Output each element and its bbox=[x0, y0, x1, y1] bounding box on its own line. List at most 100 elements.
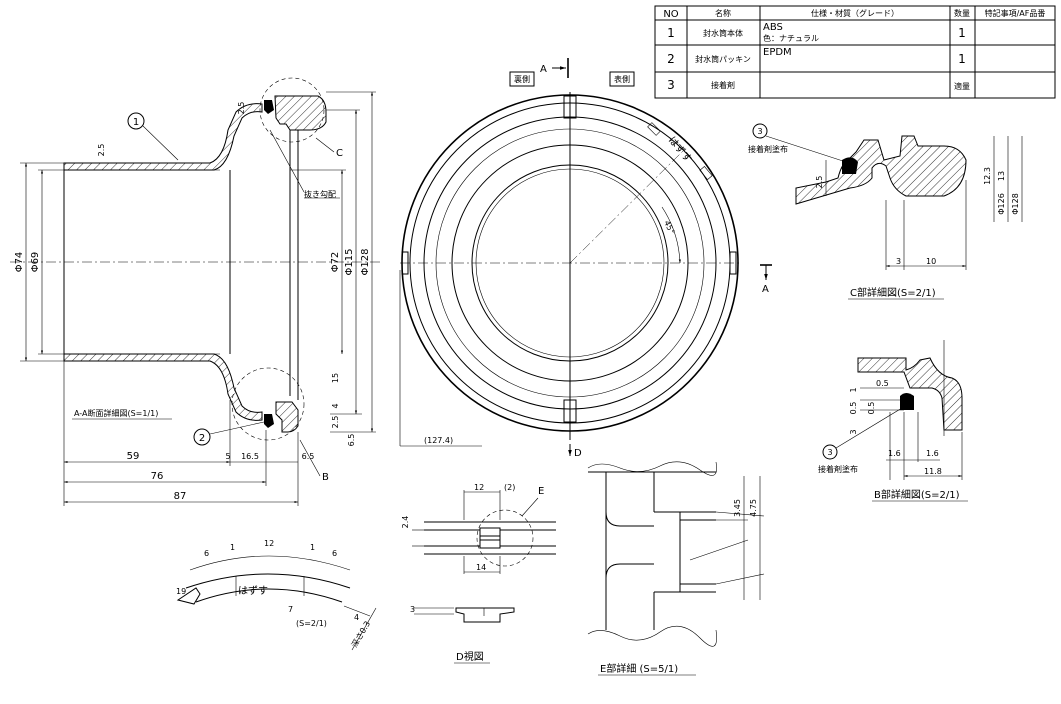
svg-text:3: 3 bbox=[849, 429, 858, 434]
radius-dim: (127.4) bbox=[424, 436, 453, 445]
svg-text:2.5: 2.5 bbox=[97, 144, 106, 157]
svg-text:3: 3 bbox=[827, 448, 832, 457]
b-balloon bbox=[822, 444, 838, 460]
angle-45: 45° bbox=[662, 219, 676, 236]
detail-e-circle bbox=[476, 509, 534, 567]
svg-text:1.6: 1.6 bbox=[888, 449, 901, 458]
svg-text:6.5: 6.5 bbox=[302, 452, 315, 461]
svg-text:4.75: 4.75 bbox=[749, 499, 758, 517]
svg-text:2.4: 2.4 bbox=[401, 516, 410, 529]
svg-text:16.5: 16.5 bbox=[241, 452, 259, 461]
view-d-arrow: D bbox=[574, 448, 582, 459]
engrave-text: はずす bbox=[666, 134, 694, 165]
row1-qty: 1 bbox=[958, 26, 966, 40]
svg-text:Φ128: Φ128 bbox=[1011, 193, 1020, 215]
svg-text:Φ74: Φ74 bbox=[14, 252, 25, 273]
svg-text:6.5: 6.5 bbox=[347, 434, 356, 447]
table-header-name: 名称 bbox=[715, 8, 731, 18]
svg-text:2.5: 2.5 bbox=[237, 102, 246, 115]
svg-text:12: 12 bbox=[474, 483, 484, 492]
svg-text:0.5: 0.5 bbox=[849, 402, 858, 415]
parts-table: NO 名称 仕様・材質（グレード） 数量 特記事項/AF品番 1 封水筒本体 A… bbox=[654, 5, 1056, 99]
svg-text:Φ126: Φ126 bbox=[997, 193, 1006, 215]
svg-text:76: 76 bbox=[151, 471, 164, 482]
svg-text:6: 6 bbox=[332, 549, 337, 558]
callout-b: B bbox=[322, 472, 329, 483]
svg-text:3: 3 bbox=[410, 605, 415, 614]
detail-c-view: 3 接着剤塗布 3 10 2.5 12.3 13 Φ126 Φ128 C部詳細図… bbox=[748, 123, 1023, 300]
svg-text:12: 12 bbox=[264, 539, 274, 548]
section-aa-view: 1 2 C B 抜き勾配 Φ74 Φ69 2.5 2.5 Φ72 Φ115 Φ1… bbox=[10, 77, 380, 506]
view-d-title: D視図 bbox=[456, 650, 484, 663]
front-view: 45° はずす 裏側 表側 A A D (127.4) bbox=[399, 58, 772, 459]
row1-no: 1 bbox=[667, 26, 675, 40]
svg-text:15: 15 bbox=[331, 373, 340, 383]
svg-text:11.8: 11.8 bbox=[924, 467, 942, 476]
svg-text:0.5: 0.5 bbox=[867, 402, 876, 415]
svg-text:10: 10 bbox=[926, 257, 936, 266]
row3-qty: 適量 bbox=[954, 81, 970, 91]
detail-c-title: C部詳細図(S=2/1) bbox=[850, 286, 936, 299]
svg-text:Φ72: Φ72 bbox=[330, 252, 341, 273]
c-balloon bbox=[752, 123, 768, 139]
svg-text:12.3: 12.3 bbox=[983, 167, 992, 185]
svg-text:Φ69: Φ69 bbox=[30, 252, 41, 273]
arc-text: はずす bbox=[238, 585, 268, 597]
svg-text:3: 3 bbox=[896, 257, 901, 266]
svg-text:1.6: 1.6 bbox=[926, 449, 939, 458]
row1-spec2: 色：ナチュラル bbox=[763, 33, 819, 43]
label-back: 裏側 bbox=[514, 74, 530, 84]
c-note: 接着剤塗布 bbox=[748, 144, 788, 154]
detail-c-circle bbox=[259, 77, 325, 143]
svg-text:2.5: 2.5 bbox=[815, 176, 824, 189]
svg-text:2: 2 bbox=[199, 433, 205, 444]
svg-text:59: 59 bbox=[127, 451, 140, 462]
row1-name: 封水筒本体 bbox=[703, 28, 743, 38]
view-d: 12 (2) E 2.4 14 3 D視図 bbox=[401, 483, 556, 664]
svg-text:Φ128: Φ128 bbox=[360, 249, 371, 276]
svg-text:Φ115: Φ115 bbox=[344, 249, 355, 276]
table-header-qty: 数量 bbox=[954, 8, 970, 18]
svg-text:3.45: 3.45 bbox=[733, 499, 742, 517]
label-front: 表側 bbox=[614, 74, 630, 84]
detail-b-title: B部詳細図(S=2/1) bbox=[874, 488, 960, 501]
svg-text:1: 1 bbox=[849, 387, 858, 392]
section-aa-title: A-A断面詳細図(S=1/1) bbox=[74, 408, 158, 418]
table-header-spec: 仕様・材質（グレード） bbox=[811, 8, 899, 18]
svg-text:3: 3 bbox=[757, 127, 762, 136]
draft-note: 抜き勾配 bbox=[304, 189, 336, 199]
detail-b-circle bbox=[231, 367, 305, 441]
arc-detail: はずす 6 1 12 1 6 19 7 4 (S=2/1) 深さ0.3 bbox=[176, 539, 377, 651]
svg-text:19: 19 bbox=[176, 587, 186, 596]
section-a-top: A bbox=[540, 64, 547, 75]
svg-text:2.5: 2.5 bbox=[331, 416, 340, 429]
row3-no: 3 bbox=[667, 78, 675, 92]
table-header-no: NO bbox=[663, 9, 678, 20]
table-header-note: 特記事項/AF品番 bbox=[985, 8, 1046, 18]
section-a-right: A bbox=[762, 284, 769, 295]
balloon-2 bbox=[193, 428, 211, 446]
detail-e-title: E部詳細 (S=5/1) bbox=[600, 662, 678, 675]
svg-text:6: 6 bbox=[204, 549, 209, 558]
row2-qty: 1 bbox=[958, 52, 966, 66]
b-note: 接着剤塗布 bbox=[818, 464, 858, 474]
svg-text:7: 7 bbox=[288, 605, 293, 614]
detail-b-view: 3 接着剤塗布 1 0.5 3 0.5 0.5 1.6 1.6 11.8 B部詳… bbox=[818, 340, 968, 502]
svg-text:13: 13 bbox=[997, 171, 1006, 181]
svg-text:1: 1 bbox=[230, 543, 235, 552]
svg-text:5: 5 bbox=[225, 452, 230, 461]
row2-spec1: EPDM bbox=[763, 47, 792, 58]
row3-name: 接着剤 bbox=[711, 80, 735, 90]
svg-text:4: 4 bbox=[331, 403, 340, 408]
svg-text:(S=2/1): (S=2/1) bbox=[296, 619, 327, 628]
row2-name: 封水筒パッキン bbox=[695, 54, 751, 64]
svg-text:87: 87 bbox=[174, 491, 187, 502]
detail-e-view: 3.45 4.75 E部詳細 (S=5/1) bbox=[587, 461, 765, 676]
row2-no: 2 bbox=[667, 52, 675, 66]
svg-text:0.5: 0.5 bbox=[876, 379, 889, 388]
svg-text:14: 14 bbox=[476, 563, 486, 572]
svg-text:(2): (2) bbox=[504, 483, 515, 492]
svg-text:4: 4 bbox=[354, 613, 359, 622]
svg-text:1: 1 bbox=[133, 117, 139, 128]
